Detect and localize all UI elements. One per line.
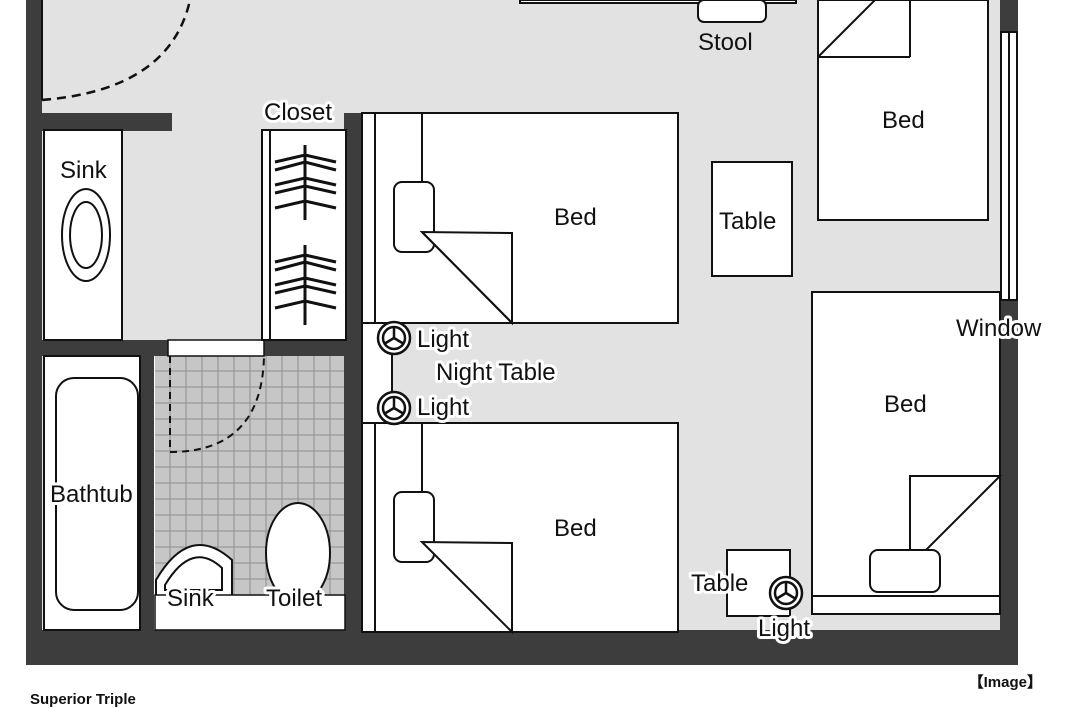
- bathtub-shape: [43, 355, 141, 631]
- sink-upper-shape: [43, 129, 123, 341]
- label-light-2: Light: [417, 394, 469, 421]
- label-stool: Stool: [698, 29, 753, 56]
- bathroom-floor-strip: [154, 594, 346, 631]
- label-closet: Closet: [264, 99, 332, 126]
- walls: [26, 0, 1018, 665]
- light-icon: [768, 575, 804, 611]
- hanger-icon: [274, 145, 337, 220]
- label-light-1: Light: [417, 326, 469, 353]
- table-center-shape: [711, 161, 793, 277]
- label-light-3: Light: [758, 615, 810, 642]
- label-sink-upper: Sink: [60, 157, 108, 184]
- label-bed-upper: Bed: [554, 204, 597, 231]
- desk: [519, 0, 797, 4]
- label-bed-right: Bed: [884, 391, 927, 418]
- hanger-icon: [274, 245, 337, 325]
- label-bed-top-right: Bed: [882, 107, 925, 134]
- bed-upper-shape: [361, 112, 679, 326]
- label-night-table: Night Table: [436, 359, 556, 386]
- bed-lower-shape: [361, 422, 679, 635]
- label-bathtub: Bathtub: [50, 481, 133, 508]
- sink-lower-shape: [155, 544, 233, 599]
- image-note: 【Image】: [968, 674, 1042, 691]
- light-icon: [376, 320, 412, 356]
- label-window: Window: [956, 315, 1042, 342]
- label-toilet: Toilet: [266, 585, 322, 612]
- entrance-door-swing: [41, 0, 192, 102]
- bed-top-right-shape: [817, 0, 989, 221]
- label-table-small: Table: [691, 570, 748, 597]
- light-icon: [376, 390, 412, 426]
- stool-shape: [697, 0, 767, 23]
- window-frame: [1000, 31, 1018, 301]
- label-bed-lower: Bed: [554, 515, 597, 542]
- bed-right-shape: [811, 291, 1003, 615]
- bathroom-door-opening: [167, 339, 265, 357]
- label-sink-lower: Sink: [167, 585, 215, 612]
- label-table-center: Table: [719, 208, 776, 235]
- bathroom-door-swing: [169, 355, 265, 453]
